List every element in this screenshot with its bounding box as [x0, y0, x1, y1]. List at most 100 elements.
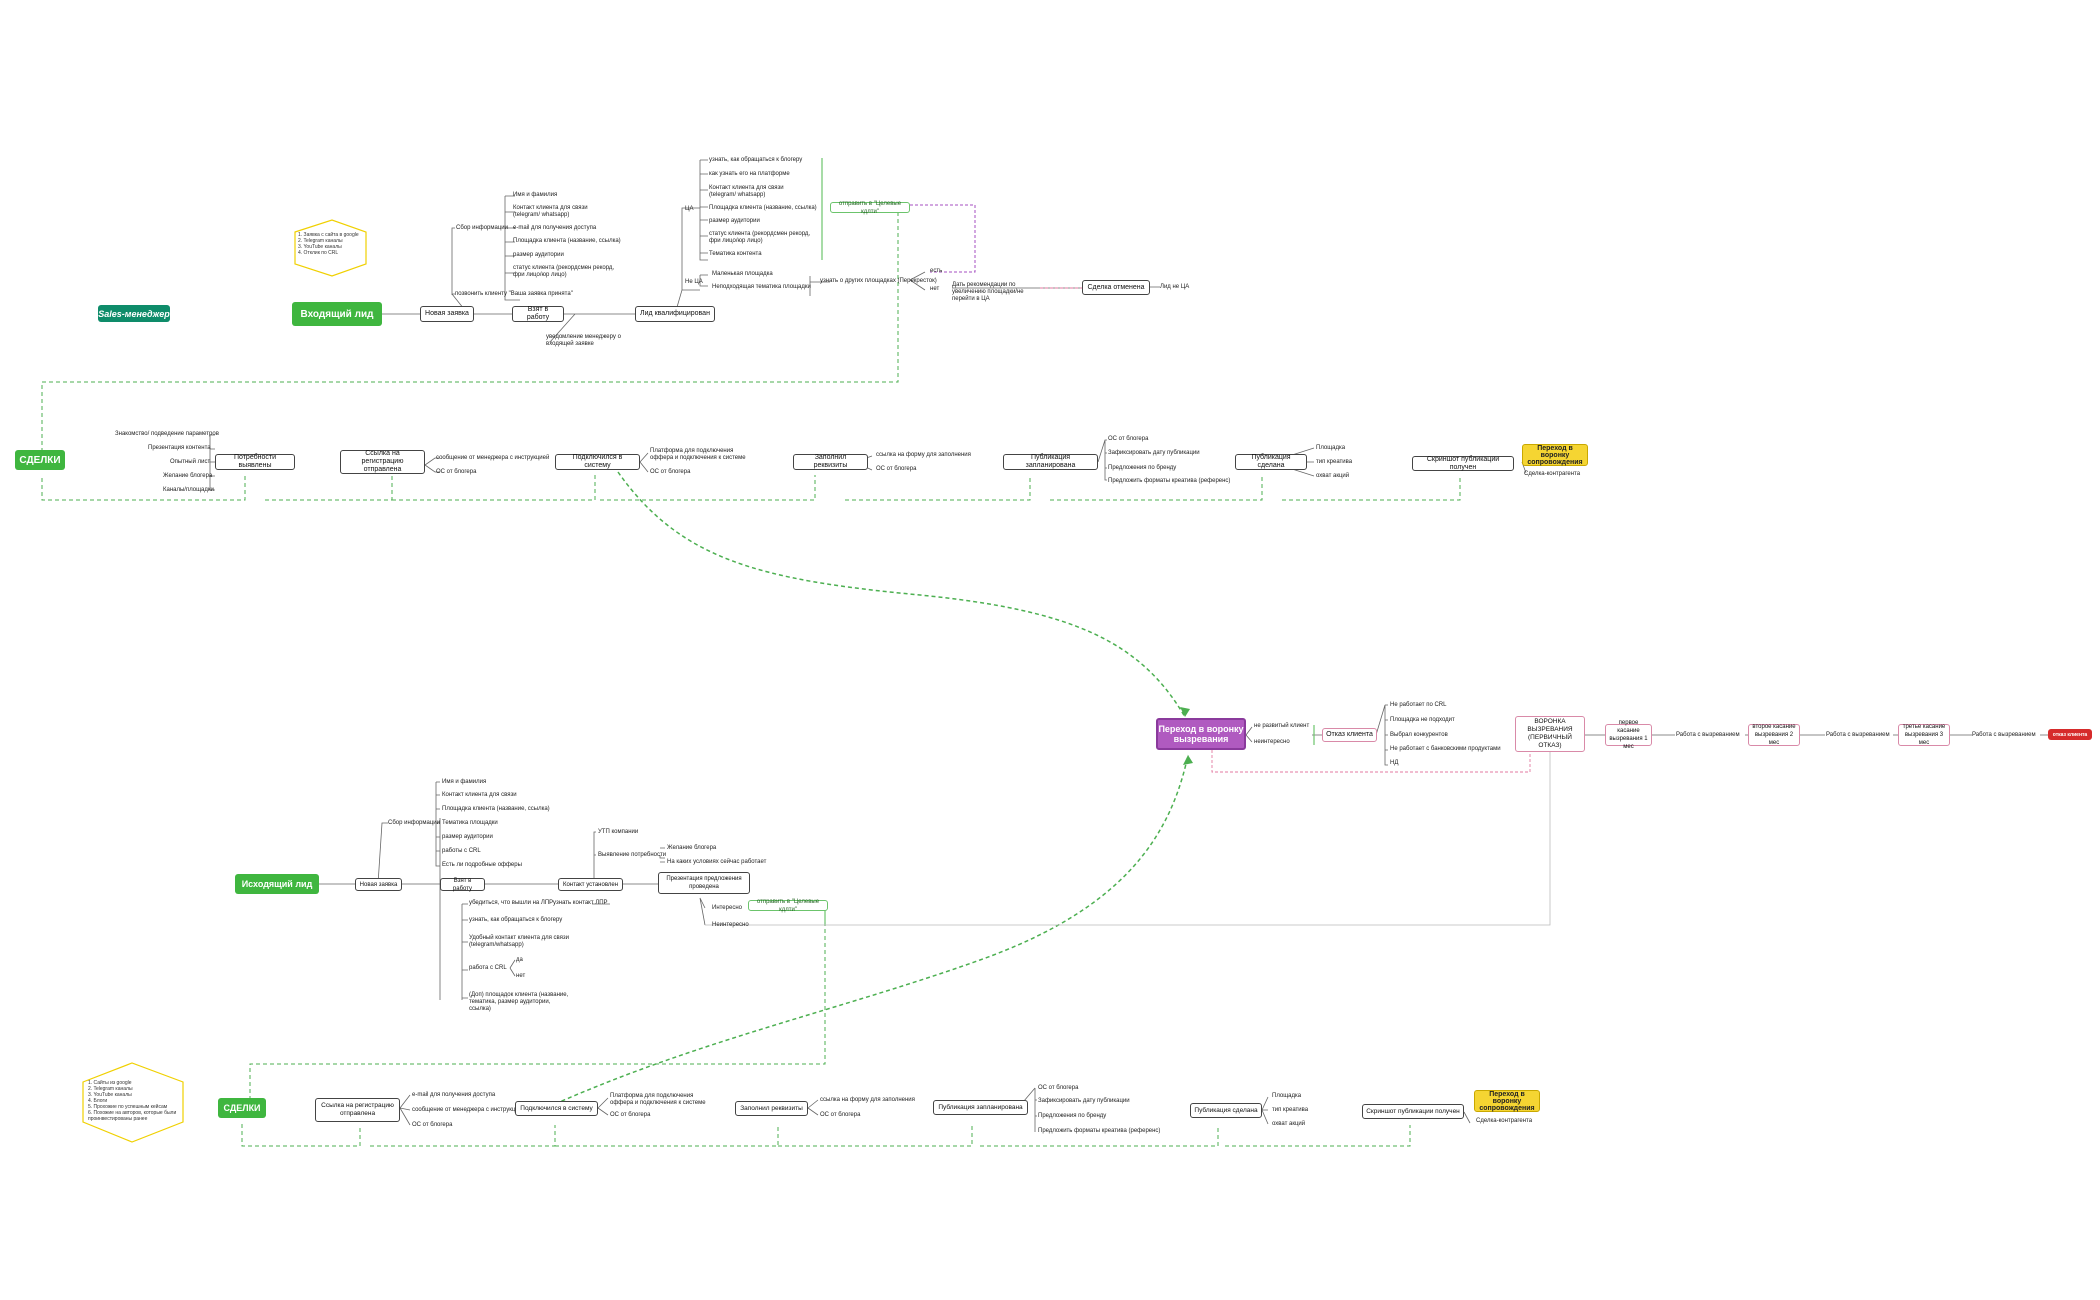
- node-touch-1[interactable]: первое касание вызревания 1 мес: [1605, 720, 1652, 750]
- filled-item-2: ссылка на форму для заполнения: [820, 1097, 915, 1103]
- node-contact[interactable]: Контакт установлен: [558, 878, 623, 891]
- taken-item: (Доп) площадок клиента (название, темати…: [469, 992, 569, 1012]
- label-yes: есть: [930, 268, 943, 274]
- reactivation-funnel-tag[interactable]: Переход в воронку вызревания: [1156, 718, 1246, 750]
- label-yes-2: да: [516, 957, 523, 963]
- connected-item: ОС от блогера: [650, 469, 691, 475]
- ca-item: Контакт клиента для связи (telegram/ wha…: [709, 185, 784, 198]
- client-refused-tag[interactable]: отказ клиента: [2048, 729, 2092, 740]
- deals-tag-top[interactable]: СДЕЛКИ: [15, 450, 65, 470]
- hex-sources-top: 1. Заявка с сайта в google 2. Telegram к…: [298, 232, 359, 256]
- info-item: Контакт клиента для связи (telegram/ wha…: [513, 205, 588, 218]
- pub-item: ОС от блогера: [1108, 436, 1149, 442]
- pub-done-item-2: охват акций: [1272, 1121, 1306, 1127]
- connector: [1261, 1096, 1269, 1125]
- node-send-target[interactable]: отправить в "Целевые кдлти": [830, 201, 910, 215]
- node-send-target-2[interactable]: отправить в "Целевые кдлти": [748, 899, 828, 913]
- needs-item: Знакомство/ подведение параметров: [115, 431, 219, 437]
- node-connected-2[interactable]: Подключился в систему: [515, 1101, 598, 1116]
- node-qualified[interactable]: Лид квалифицирован: [635, 306, 715, 322]
- info-item: Площадка клиента (название, ссылка): [513, 238, 621, 244]
- label-info-collection-2: Сбор информации: [388, 820, 440, 826]
- connector: [674, 159, 708, 315]
- node-deal-canceled[interactable]: Сделка отменена: [1082, 280, 1150, 295]
- node-connected[interactable]: Подключился в систему: [555, 454, 640, 470]
- info-item-2: работы с CRL: [442, 848, 481, 854]
- connector: [318, 818, 658, 1000]
- link-item-2: сообщение от менеджера с инструкцией: [412, 1107, 526, 1113]
- label-other-platforms: узнать о других площадках (Перекресток): [820, 278, 937, 284]
- support-funnel-tag[interactable]: Переход в воронку сопровождения: [1522, 444, 1588, 466]
- connector: [424, 457, 440, 473]
- node-link-sent-2[interactable]: Ссылка на регистрацию отправлена: [315, 1098, 400, 1122]
- label-utp: УТП компании: [598, 829, 639, 835]
- info-item-2: размер аудитории: [442, 834, 493, 840]
- label-close-contract-2: Сделка-контрагента: [1476, 1118, 1533, 1124]
- node-presentation[interactable]: Презентация предложения проведена: [658, 872, 750, 894]
- node-pub-done-2[interactable]: Публикация сделана: [1190, 1103, 1262, 1118]
- pub-done-item: охват акций: [1316, 473, 1350, 479]
- node-pub-planned-2[interactable]: Публикация запланирована: [933, 1100, 1028, 1115]
- source-hexagon-bottom: [82, 1062, 184, 1143]
- node-link-sent[interactable]: Ссылка на регистрацию отправлена: [340, 450, 425, 474]
- deals-tag-bottom[interactable]: СДЕЛКИ: [218, 1098, 266, 1118]
- label-no-2: нет: [516, 973, 526, 979]
- label-interested: Интересно: [712, 905, 742, 911]
- connector: [699, 897, 706, 926]
- node-pub-done[interactable]: Публикация сделана: [1235, 454, 1307, 470]
- connector: [504, 195, 520, 301]
- node-funnel[interactable]: ВОРОНКА ВЫЗРЕВАНИЯ (ПЕРВИЧНЫЙ ОТКАЗ): [1515, 716, 1585, 752]
- connector: [461, 903, 610, 1000]
- taken-item: узнать, как обращаться к блогеру: [469, 917, 563, 923]
- node-pub-planned[interactable]: Публикация запланирована: [1003, 454, 1098, 470]
- connector: [1017, 1087, 1037, 1132]
- connector: [593, 831, 665, 884]
- node-screenshot-2[interactable]: Скриншот публикации получен: [1362, 1104, 1464, 1119]
- ca-item: Тематика контента: [709, 251, 762, 257]
- filled-item: ОС от блогера: [876, 466, 917, 472]
- link-item: сообщение от менеджера с инструкцией: [436, 455, 550, 461]
- connector: [597, 1097, 609, 1116]
- connector: [209, 434, 215, 491]
- refusal-item: Площадка не подходит: [1390, 717, 1455, 723]
- node-needs[interactable]: Потребности выявлены: [215, 454, 295, 470]
- connected-item-2: Платформа для подключения оффера и подкл…: [610, 1093, 706, 1106]
- ca-item: статус клиента (рекордсмен рекорд, фри л…: [709, 231, 811, 244]
- info-item-2: Площадка клиента (название, ссылка): [442, 806, 550, 812]
- label-work-1: Работа с вызреванием: [1676, 732, 1740, 738]
- outgoing-lead-tag[interactable]: Исходящий лид: [235, 874, 319, 894]
- refusal-item: Выбрал конкурентов: [1390, 732, 1448, 738]
- node-taken[interactable]: Взят в работу: [512, 306, 564, 322]
- node-screenshot[interactable]: Скриншот публикации получен: [1412, 456, 1514, 471]
- label-no: нет: [930, 286, 940, 292]
- label-call-client: позвонить клиенту "Ваша заявка принята": [455, 291, 573, 297]
- support-funnel-tag-2[interactable]: Переход в воронку сопровождения: [1474, 1090, 1540, 1112]
- pub-item-2: Предложения по бренду: [1038, 1113, 1107, 1119]
- connection-arc-top: [617, 471, 1186, 718]
- node-touch-3[interactable]: третье касание вызревания 3 мес: [1898, 724, 1950, 746]
- not-ca-item: Неподходящая тематика площадки: [712, 284, 811, 290]
- filled-item: ссылка на форму для заполнения: [876, 452, 971, 458]
- label-work-3: Работа с вызреванием: [1972, 732, 2036, 738]
- label-lead-not-ca: Лид не ЦА: [1160, 284, 1190, 290]
- source-hexagon-top: [294, 219, 367, 277]
- incoming-lead-tag[interactable]: Входящий лид: [292, 302, 382, 326]
- node-new-request-2[interactable]: Новая заявка: [355, 878, 402, 891]
- needs-item: Презентация контента: [148, 445, 211, 451]
- ca-item: как узнать его на платформе: [709, 171, 790, 177]
- node-touch-2[interactable]: второе касание вызревания 2 мес: [1748, 724, 1800, 746]
- connection-arc-bottom: [554, 754, 1189, 1105]
- label-needs: Выявление потребности: [598, 852, 667, 858]
- grey-connector: [705, 752, 1551, 926]
- node-new-request[interactable]: Новая заявка: [420, 306, 474, 322]
- sales-manager-tag: Sales-менеджер: [98, 305, 170, 322]
- dashed-flow: [41, 212, 899, 450]
- node-filled[interactable]: Заполнил реквизиты: [793, 454, 868, 470]
- node-refusal[interactable]: Отказ клиента: [1322, 728, 1377, 742]
- node-filled-2[interactable]: Заполнил реквизиты: [735, 1101, 808, 1116]
- needs-item-2: Желание блогера: [667, 845, 717, 851]
- refusal-item: НД: [1390, 760, 1399, 766]
- taken-item: убедиться, что вышли на ЛПР: [469, 900, 554, 906]
- node-taken-2[interactable]: Взят в работу: [440, 878, 485, 892]
